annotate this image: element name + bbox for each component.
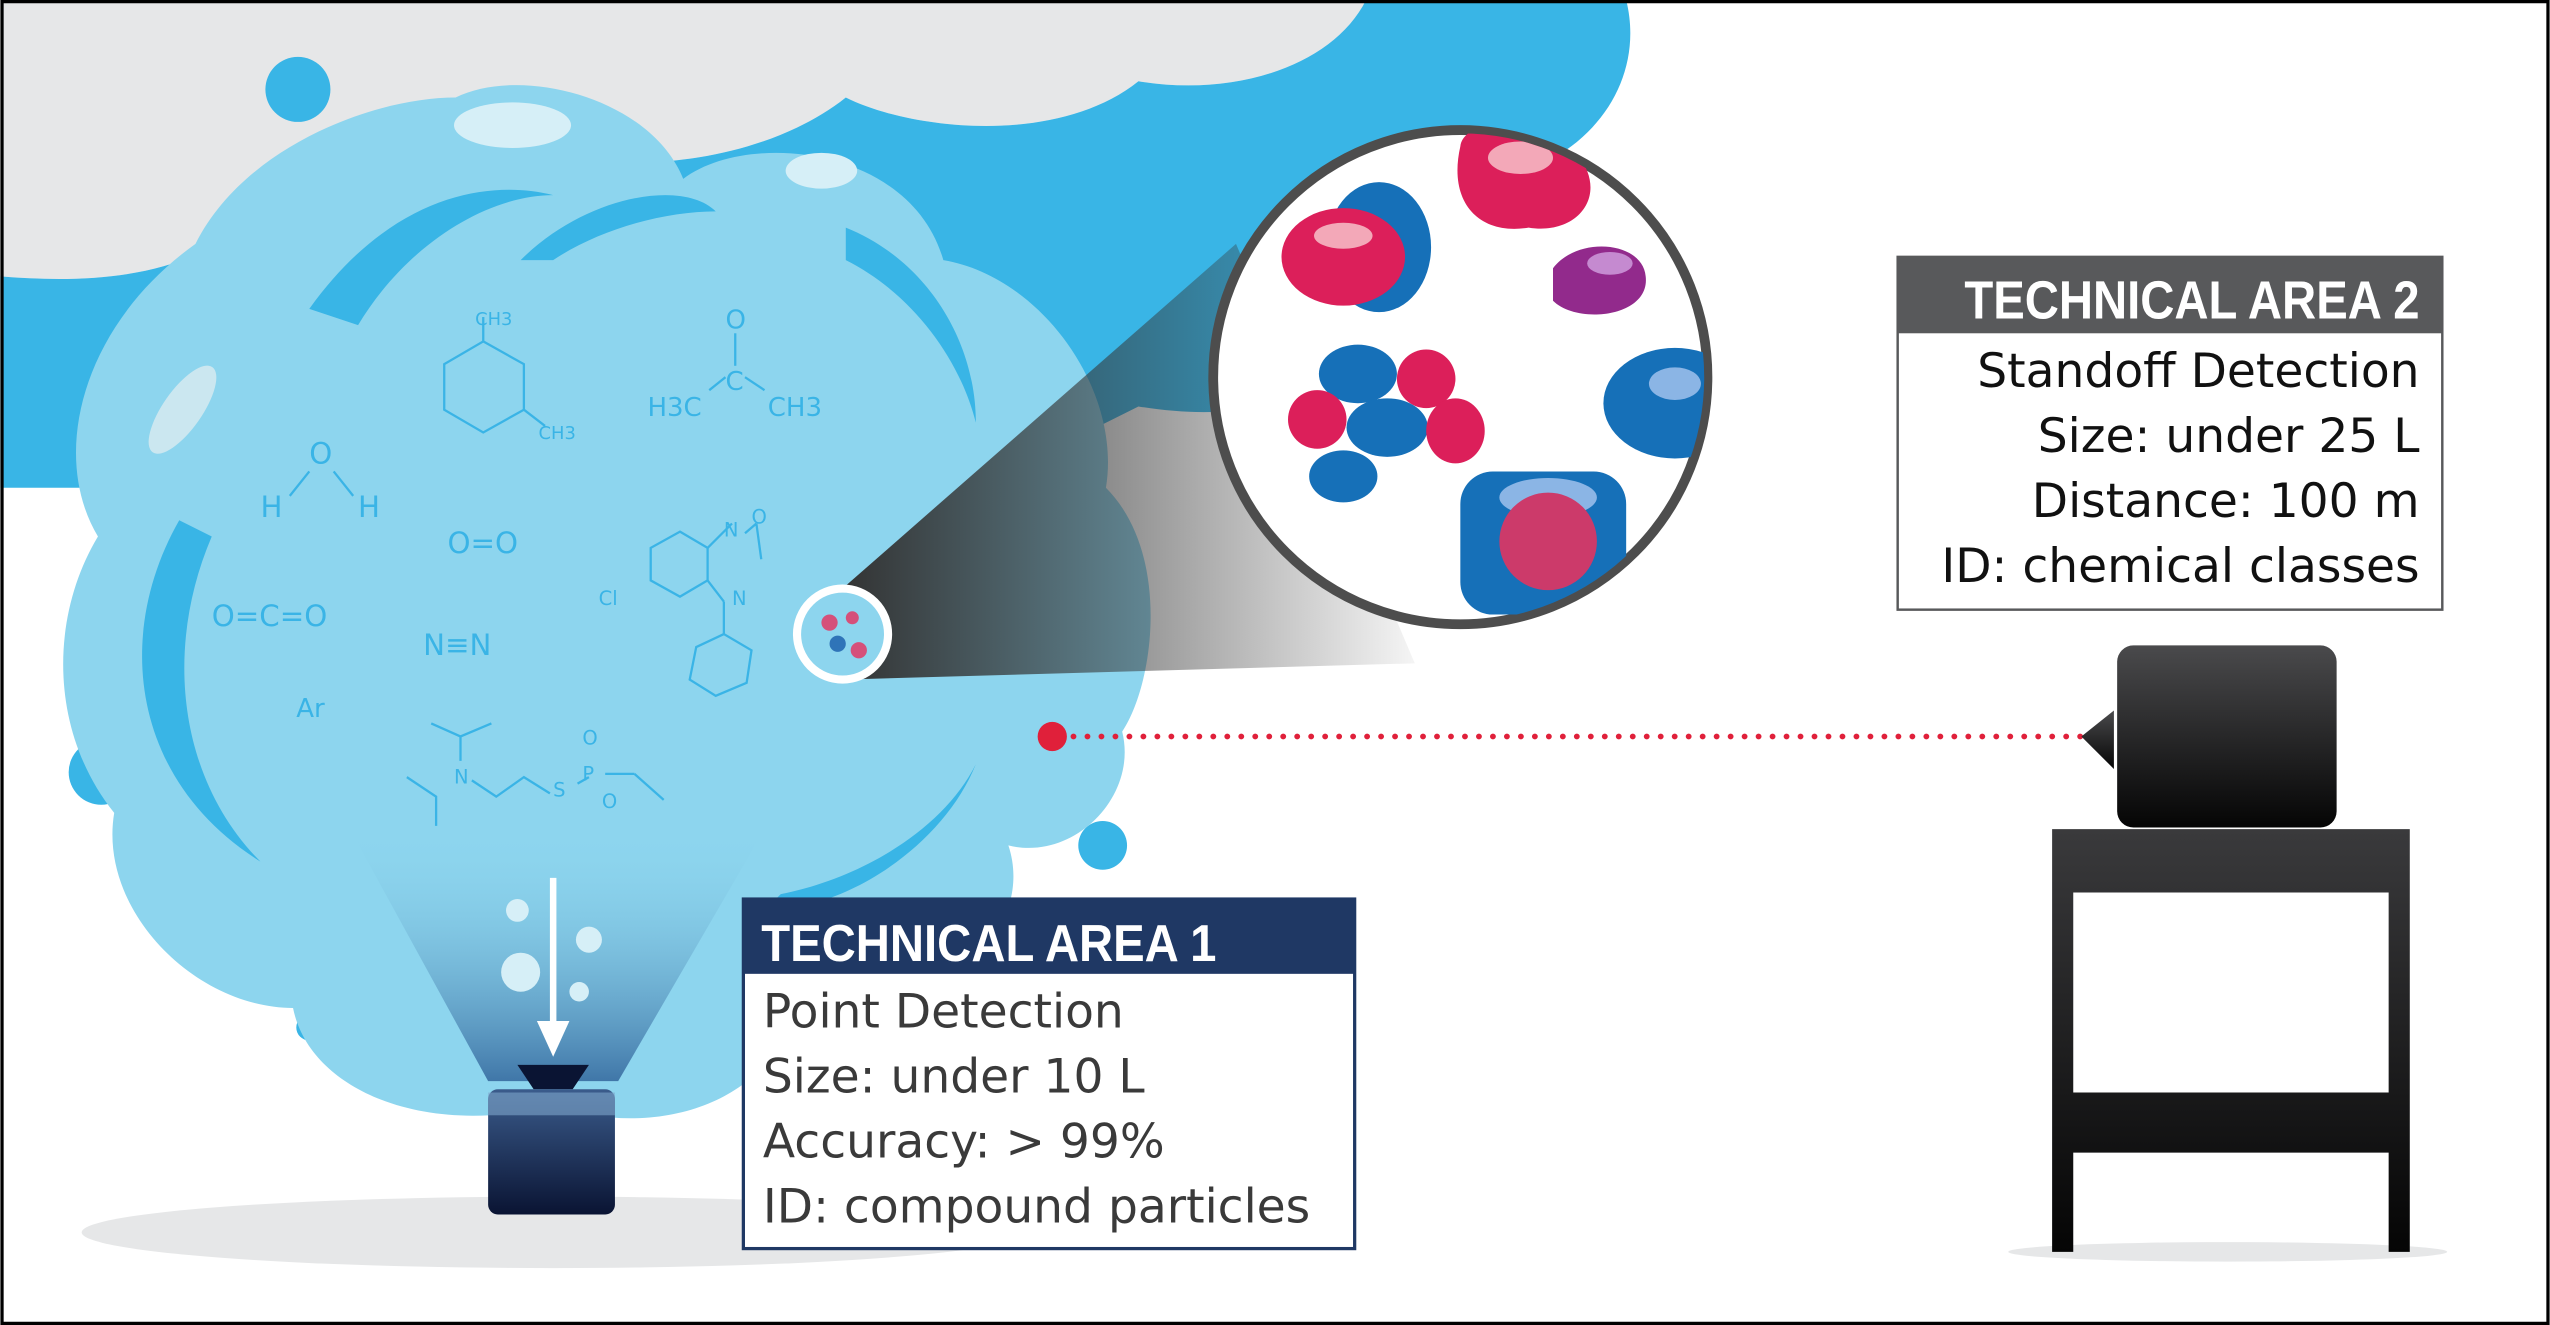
- carbon-dioxide: O=C=O: [212, 599, 328, 633]
- point-detector: [488, 1064, 615, 1215]
- ta2-line-2: Size: under 25 L: [2038, 409, 2420, 464]
- acetone-o: O: [725, 305, 745, 335]
- ta2-title: TECHNICAL AREA 2: [1964, 271, 2419, 331]
- detector-body: [2117, 645, 2337, 828]
- standoff-detector: [2052, 645, 2410, 1252]
- chemical-plume: [63, 85, 1151, 1119]
- diazepam-n2: N: [732, 587, 747, 610]
- vx-s: S: [553, 779, 565, 802]
- diazepam-cl: Cl: [599, 587, 618, 610]
- ta1-title: TECHNICAL AREA 1: [761, 915, 1216, 973]
- xylene-ch3-bottom: CH3: [539, 423, 576, 444]
- magnifier: [792, 125, 1713, 684]
- vx-o-top: O: [582, 727, 597, 750]
- ta1-line-2: Size: under 10 L: [763, 1050, 1145, 1105]
- ground-shadow-right: [2008, 1242, 2448, 1262]
- acetone-h3c: H3C: [647, 393, 701, 423]
- ta1-line-4: ID: compound particles: [763, 1180, 1310, 1235]
- acetone-c: C: [725, 367, 743, 397]
- vx-n: N: [454, 766, 469, 789]
- xylene-ch3-top: CH3: [475, 309, 512, 330]
- argon: Ar: [296, 694, 325, 724]
- ta1-line-1: Point Detection: [763, 984, 1124, 1039]
- table: [2052, 829, 2410, 1252]
- laser-target-dot: [1037, 721, 1067, 752]
- ta2-line-1: Standoff Detection: [1977, 344, 2419, 399]
- laser-beam: [1037, 721, 2088, 752]
- vx-o-bottom: O: [602, 790, 617, 813]
- ta2-line-3: Distance: 100 m: [2032, 474, 2420, 529]
- ta2-line-4: ID: chemical classes: [1941, 539, 2419, 594]
- molecule-text: CH3 CH3 O C H3C CH3 O H H O=O O=C=O N≡N …: [212, 305, 822, 813]
- water-o: O: [309, 436, 332, 470]
- nitrogen: N≡N: [423, 628, 491, 662]
- technical-area-2-box: TECHNICAL AREA 2 Standoff Detection Size…: [1896, 255, 2444, 611]
- detector-lens: [2081, 710, 2114, 769]
- sample-circle: [792, 584, 893, 684]
- oxygen: O=O: [447, 526, 518, 560]
- diazepam-o: O: [752, 505, 767, 528]
- diazepam-n1: N: [724, 519, 739, 542]
- water-h-right: H: [358, 490, 380, 524]
- technical-area-1-box: TECHNICAL AREA 1 Point Detection Size: u…: [741, 897, 1357, 1251]
- molecule-labels: [288, 317, 766, 826]
- water-h-left: H: [261, 490, 283, 524]
- ta1-line-3: Accuracy: > 99%: [763, 1115, 1165, 1170]
- acetone-ch3: CH3: [768, 393, 822, 423]
- vx-p: P: [582, 762, 594, 785]
